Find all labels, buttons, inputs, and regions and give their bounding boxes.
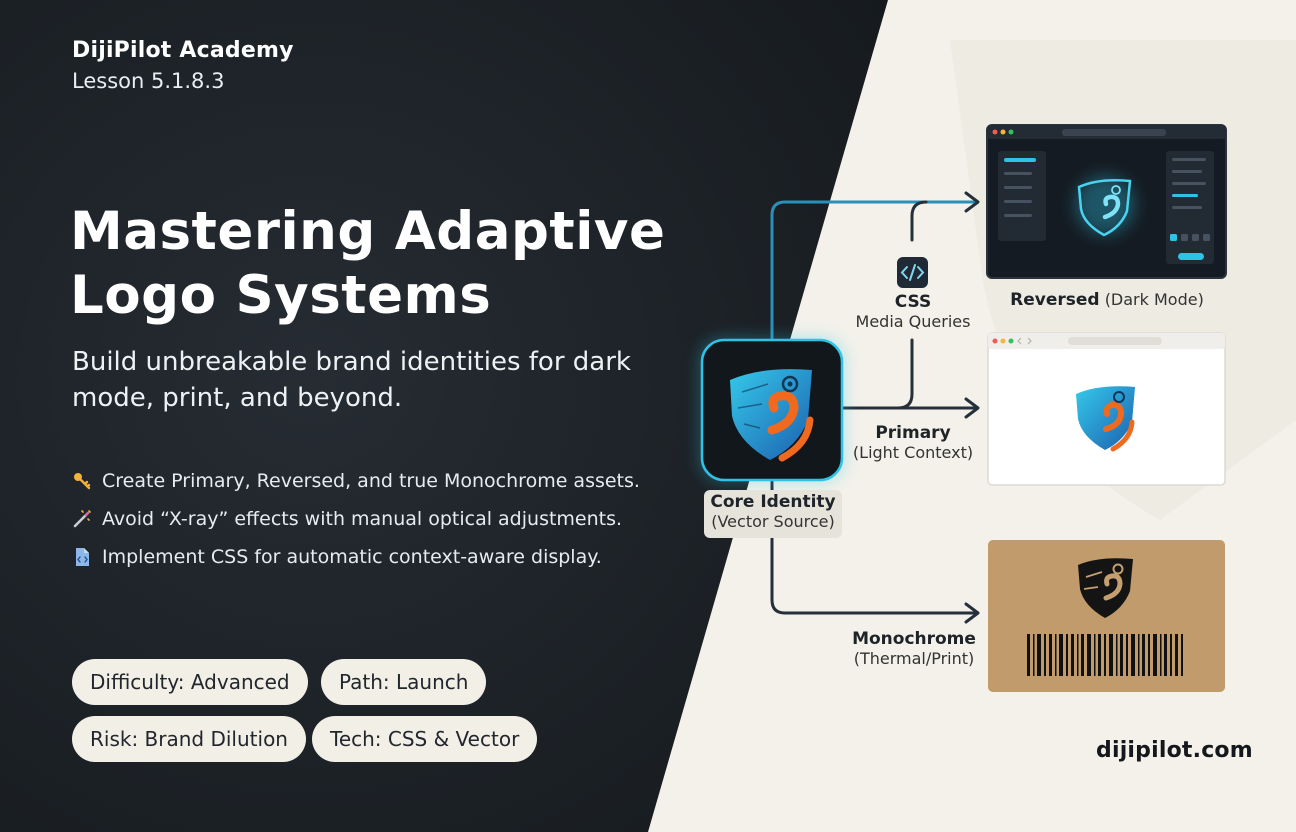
barcode <box>1027 634 1183 676</box>
css-label: CSS Media Queries <box>850 292 976 332</box>
brand-name: DijiPilot Academy <box>72 38 294 63</box>
core-identity-title: Core Identity <box>710 492 836 512</box>
bullet-item: Create Primary, Reversed, and true Monoc… <box>72 462 640 500</box>
magic-wand-icon <box>72 509 102 529</box>
code-file-icon <box>72 547 102 567</box>
risk-tag: Risk: Brand Dilution <box>72 716 306 762</box>
tech-tag: Tech: CSS & Vector <box>312 716 538 762</box>
bullet-text: Avoid “X-ray” effects with manual optica… <box>102 508 623 530</box>
primary-title: Primary <box>875 423 951 443</box>
arrow-heads <box>964 191 980 624</box>
core-identity-label: Core Identity (Vector Source) <box>704 490 842 538</box>
monochrome-label: Monochrome (Thermal/Print) <box>846 629 982 669</box>
bullet-list: Create Primary, Reversed, and true Monoc… <box>72 462 640 576</box>
lesson-number: Lesson 5.1.8.3 <box>72 69 225 93</box>
bullet-text: Implement CSS for automatic context-awar… <box>102 546 602 568</box>
title-line-2: Logo Systems <box>70 265 492 326</box>
title-line-1: Mastering Adaptive <box>70 201 666 262</box>
brand-block: DijiPilot Academy Lesson 5.1.8.3 <box>72 38 294 93</box>
kraft-label <box>988 540 1225 692</box>
difficulty-tag: Difficulty: Advanced <box>72 659 308 705</box>
website-link[interactable]: dijipilot.com <box>1096 738 1253 763</box>
connector-lines <box>770 200 977 615</box>
primary-sub: (Light Context) <box>852 443 974 462</box>
page-title: Mastering Adaptive Logo Systems <box>70 200 665 328</box>
css-sub: Media Queries <box>855 312 971 331</box>
reversed-sub: (Dark Mode) <box>1104 290 1204 309</box>
css-title: CSS <box>894 292 932 312</box>
reversed-title: Reversed <box>1010 290 1100 310</box>
monochrome-title: Monochrome <box>852 629 976 649</box>
path-tag: Path: Launch <box>321 659 487 705</box>
code-icon <box>897 257 928 288</box>
monochrome-sub: (Thermal/Print) <box>853 649 975 668</box>
bullet-text: Create Primary, Reversed, and true Monoc… <box>102 470 640 492</box>
primary-label: Primary (Light Context) <box>848 423 978 463</box>
core-identity-tile <box>700 338 844 482</box>
dark-mode-window <box>986 124 1227 279</box>
dark-panel <box>0 0 888 832</box>
reversed-label: Reversed (Dark Mode) <box>990 290 1224 310</box>
core-identity-sub: (Vector Source) <box>711 512 835 531</box>
page-subtitle: Build unbreakable brand identities for d… <box>72 347 631 413</box>
bullet-item: Avoid “X-ray” effects with manual optica… <box>72 500 640 538</box>
light-browser-window <box>987 332 1226 486</box>
bullet-item: Implement CSS for automatic context-awar… <box>72 538 640 576</box>
key-icon <box>72 471 102 491</box>
